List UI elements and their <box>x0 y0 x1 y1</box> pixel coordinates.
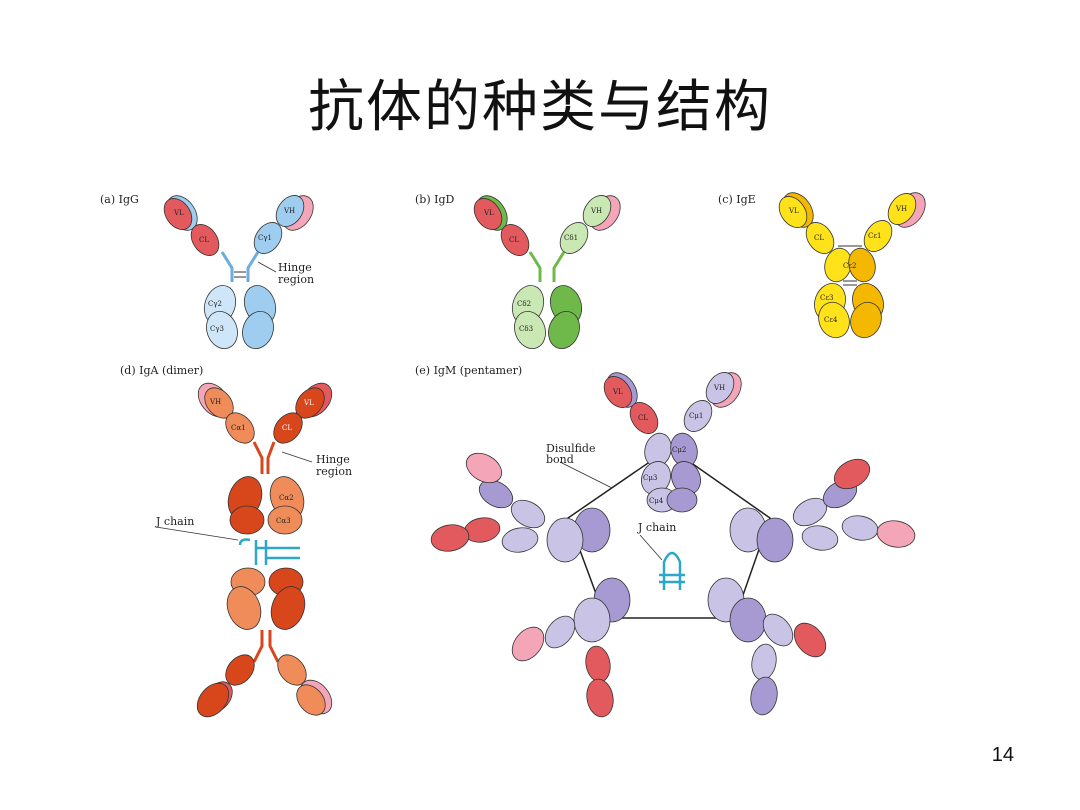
igm-cm2-text: Cμ2 <box>672 446 686 454</box>
igm-cm3-text: Cμ3 <box>643 474 657 482</box>
igm-cm4-text: Cμ4 <box>649 497 664 505</box>
igm-label: (e) IgM (pentamer) <box>415 364 522 377</box>
iga-vh-text: VH <box>209 398 221 406</box>
igg-hinge-label-2: region <box>278 273 314 286</box>
igm-vh-text: VH <box>713 384 725 392</box>
igg-label: (a) IgG <box>100 193 139 206</box>
ige-label: (c) IgE <box>718 193 756 206</box>
igm-vl-text: VL <box>612 388 623 396</box>
igd-left-vl <box>473 198 503 230</box>
iga-hinge <box>252 441 276 474</box>
igd-ch1-text: Cδ1 <box>564 234 578 242</box>
iga-jchain <box>238 538 300 565</box>
iga-hinge-label-2: region <box>316 465 352 478</box>
igd-left-ch3 <box>514 311 546 349</box>
iga-ca1 <box>225 412 255 444</box>
igg-hinge <box>220 251 260 282</box>
igg-vl-text: VL <box>173 209 184 217</box>
ige-cl-text: CL <box>814 234 824 242</box>
igd-ch2-text: Cδ2 <box>517 300 531 308</box>
iga-hinge-label-1: Hinge <box>316 453 350 466</box>
igd-hinge <box>528 251 566 282</box>
igd-right-ch1 <box>559 222 589 254</box>
igg-left-vl <box>163 198 193 230</box>
ige-left-vl <box>778 196 808 228</box>
igg-ch1-text: Cγ1 <box>258 234 272 242</box>
page-number: 14 <box>991 744 1014 766</box>
igd-left-cl <box>500 224 530 256</box>
ige-left-cl <box>805 222 835 254</box>
iga-cl <box>273 412 303 444</box>
igm-disulfide-label-2: bond <box>546 453 574 466</box>
igd-panel: (b) IgD VL CL VH Cδ1 Cδ2 Cδ3 <box>415 193 621 349</box>
igm-disulfide-frame <box>567 447 771 619</box>
ige-right-ch4 <box>850 301 882 339</box>
igg-vh-text: VH <box>283 207 295 215</box>
igg-cl-text: CL <box>199 236 209 244</box>
ige-right-vh <box>887 193 917 225</box>
ige-vh-text: VH <box>895 205 907 213</box>
slide-title: 抗体的种类与结构 <box>308 75 772 140</box>
igd-right-ch3 <box>548 311 580 349</box>
igg-left-cl <box>190 224 220 256</box>
iga-label: (d) IgA (dimer) <box>120 364 203 377</box>
igg-panel: (a) IgG VL CL VH Cγ1 Hinge region Cγ2 Cγ… <box>100 193 314 349</box>
igd-cl-text: CL <box>509 236 519 244</box>
igm-jchain <box>659 551 685 590</box>
ige-panel: (c) IgE VL CL VH Cε1 Cε2 Cε3 Cε4 <box>718 192 926 339</box>
iga-panel: (d) IgA (dimer) VH Cα1 VL CL Hinge regio… <box>120 364 352 718</box>
igm-cl-text: CL <box>638 414 648 422</box>
igg-right-vh <box>275 195 305 227</box>
igm-jchain-label: J chain <box>637 521 676 534</box>
ige-left-ch4 <box>818 301 850 339</box>
igd-right-vh <box>582 195 612 227</box>
ige-ch4-text: Cε4 <box>824 316 838 324</box>
iga-ca3 <box>267 505 303 535</box>
igm-panel: (e) IgM (pentamer) Disulfide bond VL CL … <box>415 364 916 718</box>
igd-ch3-text: Cδ3 <box>519 325 533 333</box>
igg-left-ch3 <box>206 311 238 349</box>
igg-right-ch1 <box>253 222 283 254</box>
igg-hinge-label-1: Hinge <box>278 261 312 274</box>
ige-ch1-text: Cε1 <box>868 232 881 240</box>
igg-ch3-text: Cγ3 <box>210 325 224 333</box>
ige-right-ch1 <box>863 220 893 252</box>
ige-ch3-text: Cε3 <box>820 294 833 302</box>
igd-vl-text: VL <box>483 209 494 217</box>
iga-ca2-text: Cα2 <box>279 494 294 502</box>
igd-vh-text: VH <box>590 207 602 215</box>
ige-right-ch2 <box>848 247 876 283</box>
igm-disulfide-label-1: Disulfide <box>546 442 595 455</box>
iga-vl-text: VL <box>303 399 314 407</box>
igg-ch2-text: Cγ2 <box>208 300 222 308</box>
ige-vl-text: VL <box>788 207 799 215</box>
iga-ca3-text: Cα3 <box>276 517 291 525</box>
igm-cm1-text: Cμ1 <box>689 412 703 420</box>
igg-right-ch3 <box>242 311 274 349</box>
iga-cl-text: CL <box>282 424 292 432</box>
ige-ch2-text: Cε2 <box>843 262 856 270</box>
igd-label: (b) IgD <box>415 193 455 206</box>
iga-ca1-text: Cα1 <box>231 424 246 432</box>
iga-jchain-label: J chain <box>155 515 194 528</box>
